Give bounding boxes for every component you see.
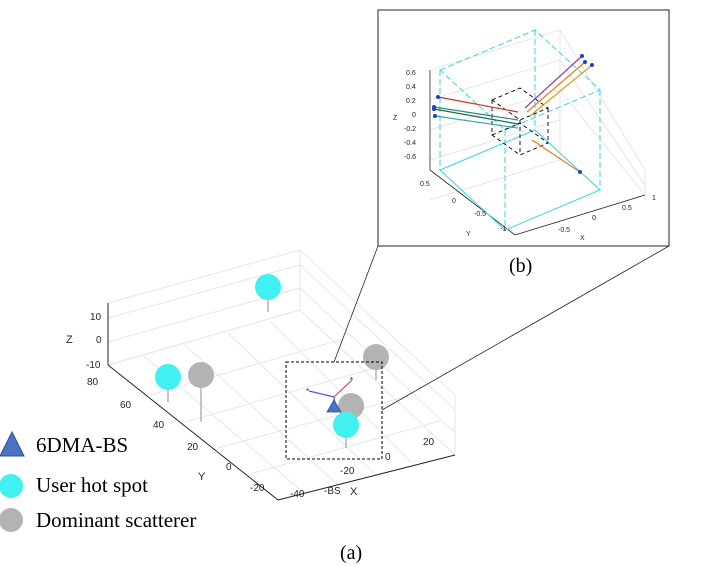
main-y-tick: 20 (187, 442, 199, 453)
main-caption: (a) (340, 542, 362, 564)
inset-plot: 0.6 0.4 0.2 0 -0.2 -0.4 -0.6 Z 0.5 0 -0.… (377, 9, 670, 247)
main-y-tick: 0 (226, 462, 232, 473)
legend-label-bs: 6DMA-BS (36, 433, 128, 457)
legend-label-scatterer: Dominant scatterer (36, 508, 196, 532)
scatterer-marker (363, 344, 389, 370)
main-x-tick: 0 (385, 452, 391, 463)
main-z-label: Z (66, 334, 73, 346)
inset-frame (377, 9, 670, 247)
inset-y-tick: -1 (500, 226, 506, 233)
user-hotspot-marker (333, 412, 359, 438)
triangle-icon (0, 430, 25, 457)
inset-x-tick: 1 (652, 195, 656, 202)
legend-label-hotspot: User hot spot (36, 473, 148, 497)
inset-x-tick: 0 (592, 215, 596, 222)
main-3d-plot: 10 0 -10 Z 80 60 40 20 0 -20 Y -40 -20 0… (66, 249, 456, 501)
main-x-tick: -40 (290, 489, 305, 500)
inset-axes (429, 70, 646, 236)
zoom-connector (333, 245, 379, 363)
bs-triangle-marker (326, 399, 342, 413)
inset-inner-cube (491, 87, 549, 156)
gray-circle-icon (0, 508, 23, 532)
inset-x-label: X (580, 235, 585, 242)
inset-z-tick: 0.2 (406, 98, 416, 105)
inset-z-tick: -0.6 (404, 154, 416, 161)
inset-cube (439, 29, 601, 231)
inset-antenna-lines (433, 55, 593, 173)
user-hotspot-marker (255, 274, 281, 300)
main-y-label: Y (198, 471, 206, 483)
user-hotspot-marker (155, 364, 181, 390)
legend: 6DMA-BS User hot spot Dominant scatterer (0, 430, 196, 532)
main-axes (107, 303, 456, 501)
inset-z-tick: 0.4 (406, 84, 416, 91)
inset-grid (429, 29, 646, 201)
main-z-tick: 10 (90, 312, 102, 323)
inset-z-tick: 0.6 (406, 70, 416, 77)
inset-z-tick: 0 (412, 112, 416, 119)
main-y-tick: 40 (153, 420, 165, 431)
inset-caption: (b) (509, 255, 532, 277)
scatterer-marker (188, 362, 214, 388)
inset-y-tick: 0.5 (420, 181, 430, 188)
inset-antenna-points (432, 54, 594, 174)
inset-y-tick: 0 (452, 198, 456, 205)
main-x-tick: -20 (340, 466, 355, 477)
main-y-tick: 80 (87, 377, 99, 388)
inset-y-label: Y (466, 231, 471, 238)
zoom-connector (381, 245, 670, 411)
antenna-star: * (306, 387, 309, 396)
main-x-tick: 20 (423, 437, 435, 448)
main-y-tick: 60 (120, 400, 132, 411)
main-x-label: X (350, 486, 358, 498)
antenna-star: * (350, 376, 353, 385)
main-bs-label: -BS (324, 486, 341, 497)
cyan-circle-icon (0, 474, 23, 498)
inset-x-tick: 0.5 (622, 205, 632, 212)
inset-x-tick: -0.5 (558, 227, 570, 234)
main-z-tick: -10 (86, 360, 101, 371)
inset-z-tick: -0.4 (404, 140, 416, 147)
inset-y-tick: -0.5 (474, 211, 486, 218)
main-y-tick: -20 (250, 483, 265, 494)
inset-z-label: Z (393, 115, 398, 122)
main-z-tick: 0 (96, 335, 102, 346)
inset-z-tick: -0.2 (404, 126, 416, 133)
